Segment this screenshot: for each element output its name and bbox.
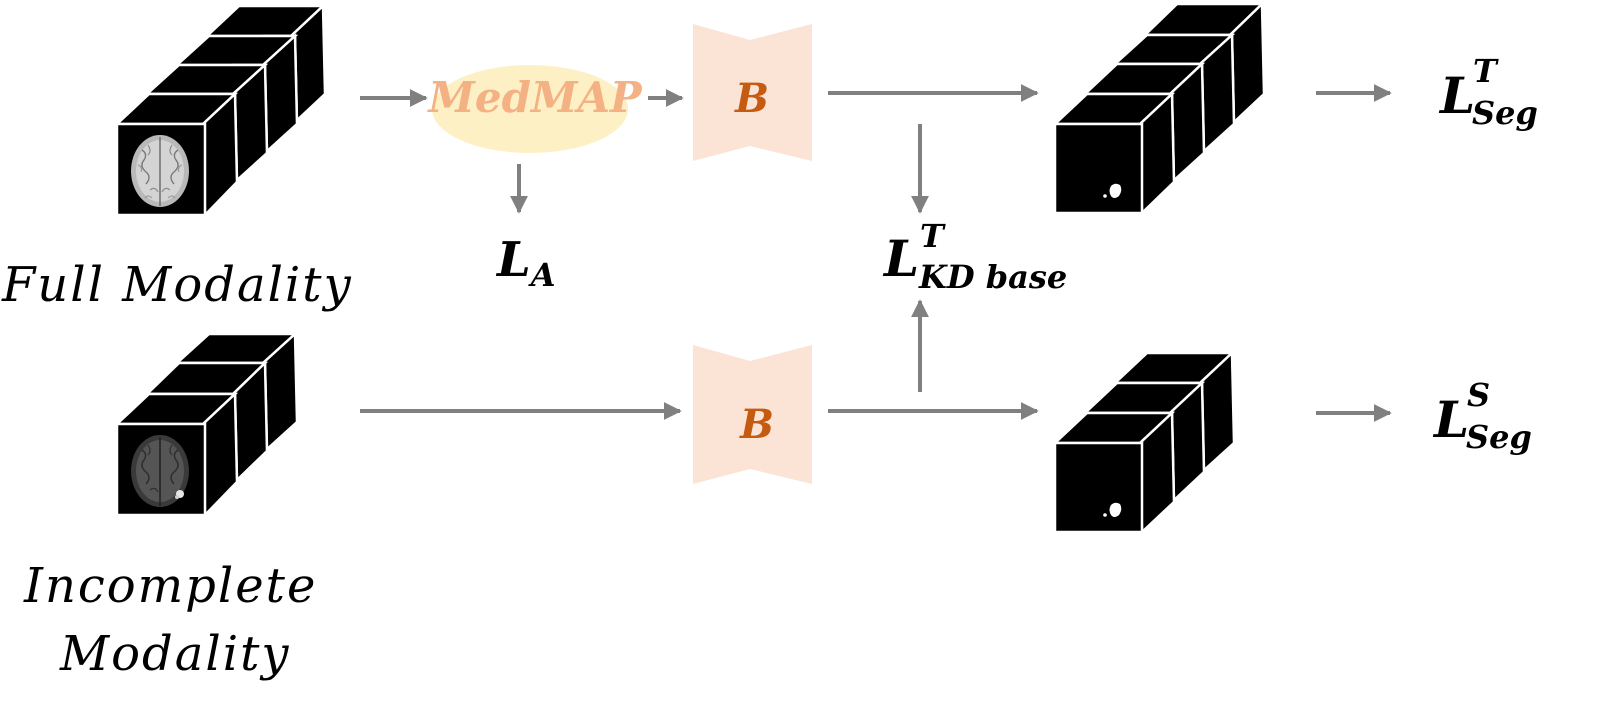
cube [1051,91,1176,216]
backbone-block-top: B [693,24,812,161]
full-modality-stack [113,3,327,219]
loss-kd-main: L [882,229,919,288]
cube [113,91,239,219]
loss-seg-teacher-sub: Seg [1472,94,1538,132]
loss-seg-student-main: L [1432,390,1469,449]
caption-incomplete-line1: Incomplete [23,558,317,614]
loss-la: LA [495,232,556,294]
arrows [360,84,1392,422]
backbone-label-bottom: B [739,401,774,448]
medmap-ellipse [432,65,628,153]
loss-la-main: L [495,232,531,288]
loss-kd-sub: KD base [918,258,1067,296]
loss-seg-teacher-main: L [1438,66,1475,125]
brain-mri-bright-icon [131,135,189,207]
loss-seg-teacher-sup: T [1473,52,1499,90]
segmentation-mask-icon [1103,183,1122,198]
loss-la-sub: A [528,256,556,294]
backbone-label-top: B [734,75,769,122]
cube [1051,410,1176,535]
backbone-block-bottom: B [693,345,812,484]
caption-full-modality: Full Modality [1,257,353,313]
loss-seg-student-sup: S [1467,376,1490,414]
loss-seg-student-sub: Seg [1466,418,1532,456]
segmentation-mask-icon [1103,502,1122,517]
caption-incomplete-line2: Modality [59,626,291,682]
medmap-module: MedMAP [426,65,643,153]
brain-mri-dark-icon [131,435,189,507]
loss-kd-sup: T [920,217,946,255]
medmap-label: MedMAP [426,73,643,122]
teacher-output-stack [1051,1,1266,216]
student-output-stack [1051,350,1236,535]
